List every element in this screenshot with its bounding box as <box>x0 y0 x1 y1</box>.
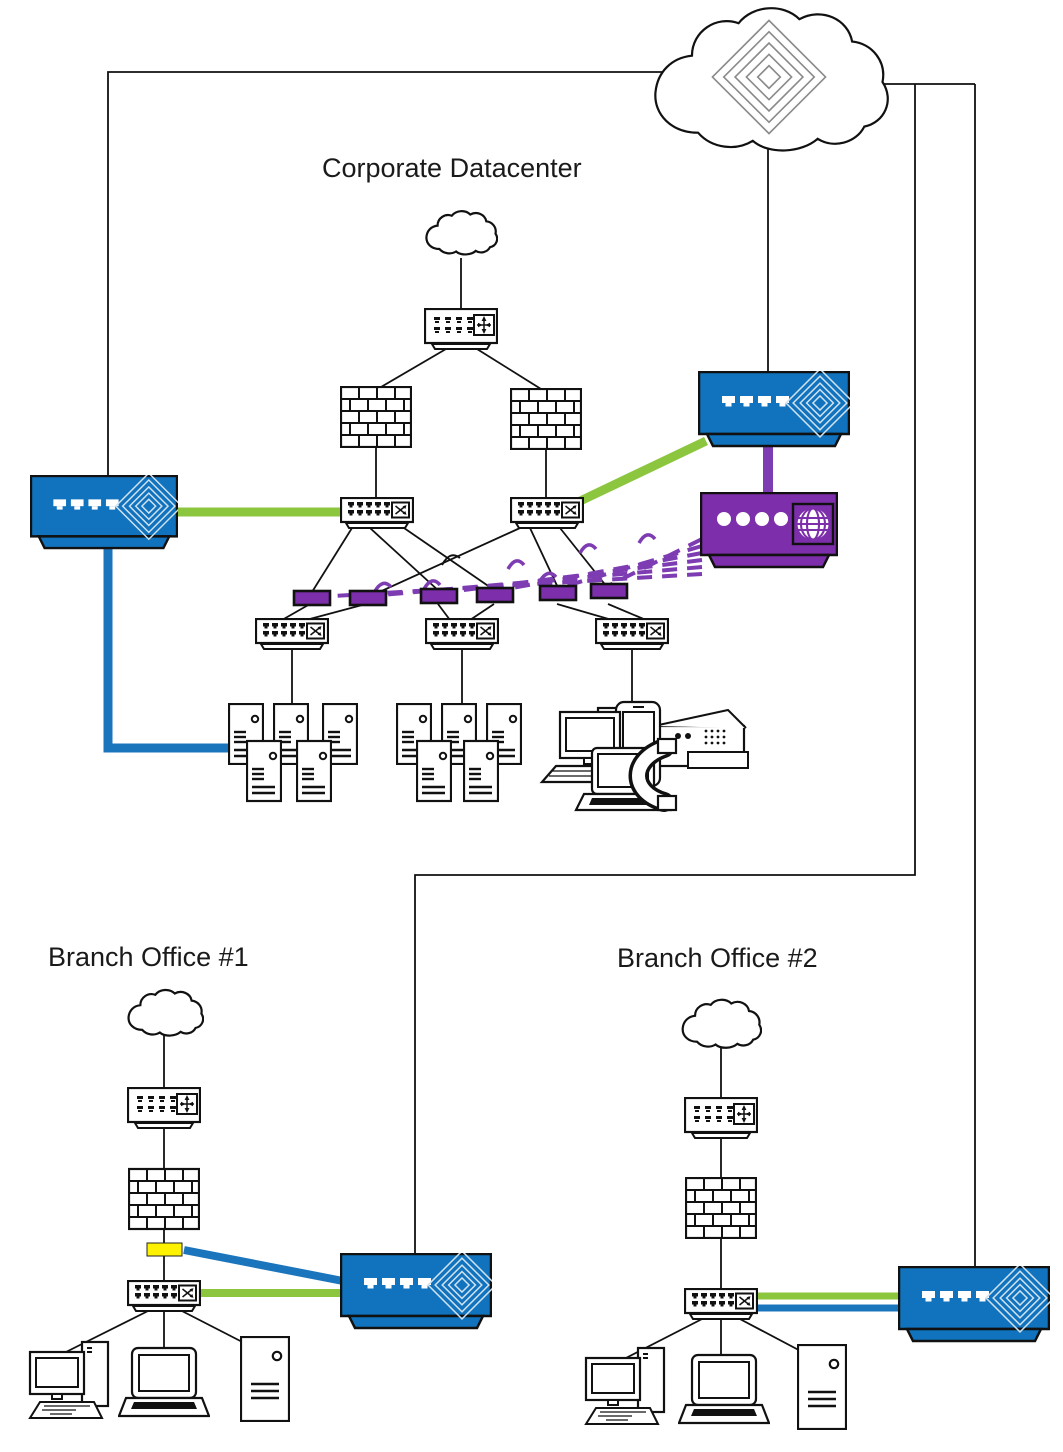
datacenter-links <box>281 258 647 708</box>
branch1-firewall-icon <box>128 1167 200 1231</box>
branch1-laptop-icon <box>118 1346 210 1418</box>
vlan-segment-3 <box>419 587 459 605</box>
sdwan-appliance-datacenter-icon <box>698 371 850 448</box>
branch2-switch-icon <box>684 1288 758 1320</box>
branch2-title: Branch Office #2 <box>617 943 818 973</box>
branch2-firewall-icon <box>685 1177 757 1239</box>
datacenter-title: Corporate Datacenter <box>322 153 582 183</box>
branch2-laptop-icon <box>678 1353 770 1425</box>
core-switch-right-icon <box>510 497 584 529</box>
datacenter-cloud-icon <box>425 210 498 256</box>
vlan-segment-6 <box>589 582 629 600</box>
phone-handset-icon <box>628 737 678 812</box>
branch1-switch-icon <box>127 1280 201 1312</box>
access-switch-1-icon <box>255 618 329 650</box>
sdwan-appliance-left-icon <box>30 475 178 550</box>
branch1-highlight-segment <box>146 1242 183 1257</box>
monitor-icon <box>558 710 622 765</box>
wan-interconnect-lines <box>107 71 976 1270</box>
internet-cloud <box>655 8 887 150</box>
vlan-segment-2 <box>348 589 388 607</box>
server-group-physical <box>396 703 522 803</box>
vlan-segments <box>292 582 629 607</box>
branch2-desktop-icon <box>584 1346 666 1426</box>
branch2-router-icon <box>684 1097 758 1139</box>
vlan-segment-4 <box>475 586 515 604</box>
branch1-desktop-icon <box>28 1340 110 1420</box>
branch1-router-icon <box>127 1087 201 1129</box>
branch1-title: Branch Office #1 <box>48 942 249 972</box>
branch1-tower-icon <box>240 1336 290 1422</box>
orchestrator-appliance-icon <box>700 492 838 569</box>
endpoint-cluster <box>539 700 749 812</box>
branch2-tower-icon <box>797 1344 847 1430</box>
datacenter-edge-router-icon <box>424 308 498 350</box>
blue-underlay-links <box>103 540 902 1312</box>
vlan-segment-5 <box>538 584 578 602</box>
branch2-sdwan-appliance-icon <box>898 1266 1050 1343</box>
spiral-diamond-logo-icon <box>711 19 827 135</box>
branch2-cloud-icon <box>681 999 762 1049</box>
access-switch-2-icon <box>425 618 499 650</box>
server-group-virtual <box>228 703 358 803</box>
cloud-icon <box>655 8 887 150</box>
datacenter-firewall-left-icon <box>340 386 412 448</box>
fax-machine-icon <box>648 708 749 769</box>
access-switch-3-icon <box>595 618 669 650</box>
green-underlay-links <box>175 436 902 1300</box>
branch1-sdwan-appliance-icon <box>340 1253 492 1330</box>
branch1-cloud-icon <box>127 989 204 1037</box>
datacenter-firewall-right-icon <box>510 388 582 450</box>
vlan-segment-1 <box>292 589 332 607</box>
core-switch-left-icon <box>340 497 414 529</box>
